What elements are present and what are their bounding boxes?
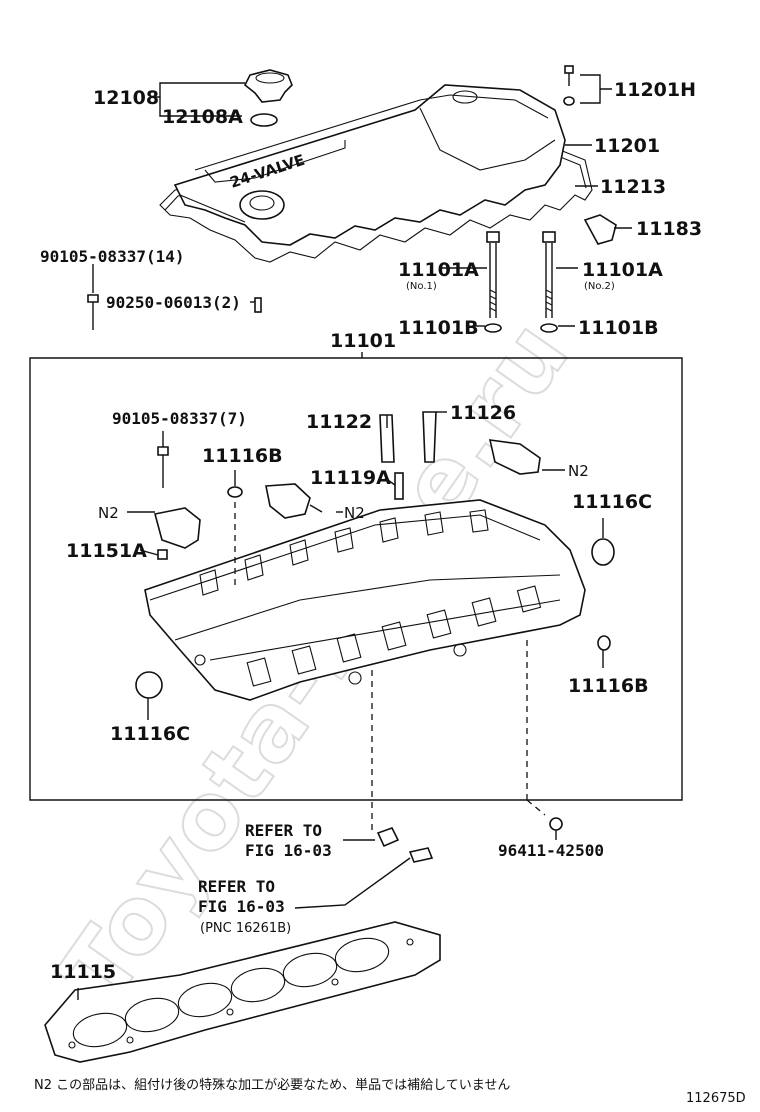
plug-11116C-left: [135, 671, 163, 699]
oil-filler-cap: [243, 69, 293, 103]
label-11101A-no2: 11101A: [582, 259, 663, 281]
label-11119A: 11119A: [310, 467, 391, 489]
valve-guide-11122: [379, 414, 395, 463]
plug-11151A: [157, 549, 168, 560]
label-12108: 12108: [93, 87, 159, 109]
label-11201H: 11201H: [614, 79, 696, 101]
label-no1: (No.1): [406, 281, 437, 292]
refer-1-line1: REFER TO: [245, 821, 322, 840]
label-n2-left: N2: [98, 504, 119, 522]
label-12108A: 12108A: [162, 106, 243, 128]
label-11126: 11126: [450, 402, 516, 424]
cap-left: [154, 507, 201, 549]
head-bolt-no2: [542, 231, 556, 318]
label-11115: 11115: [50, 961, 116, 983]
refer-2-line1: REFER TO: [198, 877, 275, 896]
plug-96411: [549, 817, 563, 831]
refer-2-line2: FIG 16-03: [198, 897, 285, 916]
valve-cover: 24-VALVE: [173, 84, 566, 246]
head-bolt-no1: [486, 231, 500, 318]
label-90250-06013: 90250-06013(2): [106, 293, 241, 312]
washer-11101B-right: [540, 323, 558, 333]
label-11116C-right: 11116C: [572, 491, 652, 513]
sub-assembly-frame: [29, 352, 683, 801]
label-pnc: (PNC 16261B): [200, 921, 291, 936]
knock-pin-1: [376, 827, 400, 848]
cap-middle: [265, 483, 311, 519]
label-11183: 11183: [636, 218, 702, 240]
cap-right: [488, 439, 541, 475]
label-11116B-top: 11116B: [202, 445, 283, 467]
label-90105-08337-7: 90105-08337(7): [112, 409, 247, 428]
label-11101B-left: 11101B: [398, 317, 479, 339]
washer-11101B-left: [484, 323, 502, 333]
label-no2: (No.2): [584, 281, 615, 292]
label-11101A-no1: 11101A: [398, 259, 479, 281]
stud-90250: [254, 297, 262, 313]
plug-11116B-top: [227, 486, 243, 498]
label-11201: 11201: [594, 135, 660, 157]
diagram-code: 112675D: [686, 1091, 746, 1106]
refer-1-line2: FIG 16-03: [245, 841, 332, 860]
knock-pin-2: [408, 847, 434, 863]
label-11116B-right: 11116B: [568, 675, 649, 697]
filler-cap-gasket: [250, 113, 278, 127]
label-11151A: 11151A: [66, 540, 147, 562]
label-11122: 11122: [306, 411, 372, 433]
footnote: N2 この部品は、組付け後の特殊な加工が必要なため、単品では補給していません: [34, 1077, 510, 1093]
label-96411-42500: 96411-42500: [498, 841, 604, 860]
label-11213: 11213: [600, 176, 666, 198]
cover-bolt-90105: [87, 294, 99, 330]
label-90105-08337-14: 90105-08337(14): [40, 247, 185, 266]
label-n2-middle: N2: [344, 504, 365, 522]
seal-washer-bolt-11201H: [563, 65, 575, 106]
valve-guide-11126: [422, 411, 437, 463]
cylinder-head: [144, 499, 586, 701]
cylinder-head-gasket: [44, 921, 441, 1063]
plug-11116B-right: [597, 635, 611, 651]
plug-11116C-right: [591, 538, 615, 566]
label-11116C-left: 11116C: [110, 723, 190, 745]
bolt-90105-inner: [157, 431, 169, 488]
semi-circular-plug-11183: [583, 214, 617, 245]
pin-11119A: [394, 472, 404, 500]
label-11101: 11101: [330, 330, 396, 352]
label-11101B-right: 11101B: [578, 317, 659, 339]
label-n2-right: N2: [568, 462, 589, 480]
